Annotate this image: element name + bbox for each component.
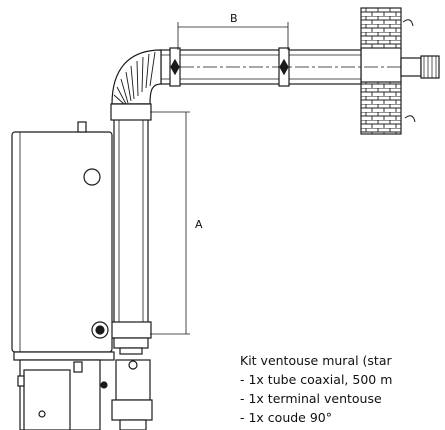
horizontal-flue-pipe	[160, 47, 440, 87]
caption-line: - 1x terminal ventouse	[240, 391, 382, 406]
dimension-b-label: B	[230, 12, 238, 25]
caption-line: - 1x coude 90°	[240, 410, 332, 425]
caption-line: - 1x tube coaxial, 500 m	[240, 372, 392, 387]
dimension-b-line	[177, 22, 289, 50]
vertical-flue-pipe	[110, 103, 152, 355]
kit-caption: Kit ventouse mural (star - 1x tube coaxi…	[240, 353, 392, 425]
boiler-unit	[11, 121, 153, 430]
elbow-bend	[111, 49, 162, 105]
caption-line: Kit ventouse mural (star	[240, 353, 392, 368]
dimension-a-label: A	[195, 218, 203, 231]
brick-wall	[360, 7, 416, 135]
dimension-a-line	[150, 111, 190, 335]
